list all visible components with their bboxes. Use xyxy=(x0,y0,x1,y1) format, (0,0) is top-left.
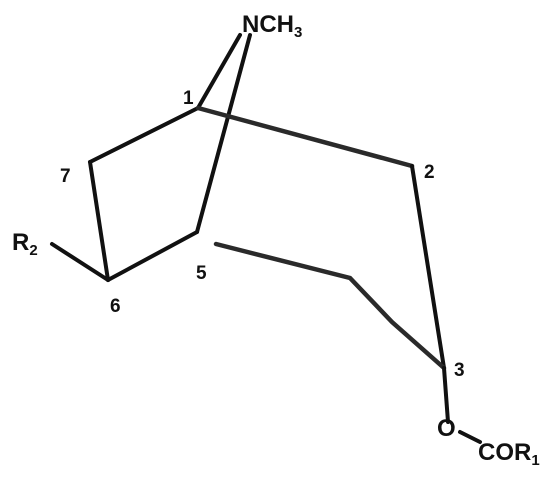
position-3: 3 xyxy=(454,360,465,381)
bond-c7-c6 xyxy=(88,160,110,282)
r2-label: R2 xyxy=(12,229,38,259)
oxygen-label: O xyxy=(437,415,456,442)
bond-n-c5 xyxy=(195,33,252,234)
bond-n-c1 xyxy=(196,33,242,110)
bond-c6-c5 xyxy=(106,230,199,282)
position-2: 2 xyxy=(424,162,435,183)
bond-c6-r2 xyxy=(50,242,110,282)
position-5: 5 xyxy=(196,263,207,284)
position-6: 6 xyxy=(110,296,121,317)
cor-subscript: 1 xyxy=(531,452,539,469)
bond-o-co xyxy=(458,430,482,444)
bond-c1-c7 xyxy=(88,106,200,164)
r2-text: R xyxy=(12,229,29,256)
bond-c5-c4-c3 xyxy=(213,241,447,371)
bond-c2-c3 xyxy=(410,164,446,370)
nitrogen-group-label: NCH3 xyxy=(242,11,302,41)
ester-label: COR1 xyxy=(478,439,540,469)
bond-c1-c2 xyxy=(195,105,415,169)
nch-subscript: 3 xyxy=(294,24,302,41)
bond-c3-o xyxy=(442,366,450,424)
r2-subscript: 2 xyxy=(29,242,37,259)
nch-text: NCH xyxy=(242,11,294,38)
cor-text: COR xyxy=(478,439,531,466)
position-1: 1 xyxy=(183,88,194,109)
position-7: 7 xyxy=(60,166,71,187)
